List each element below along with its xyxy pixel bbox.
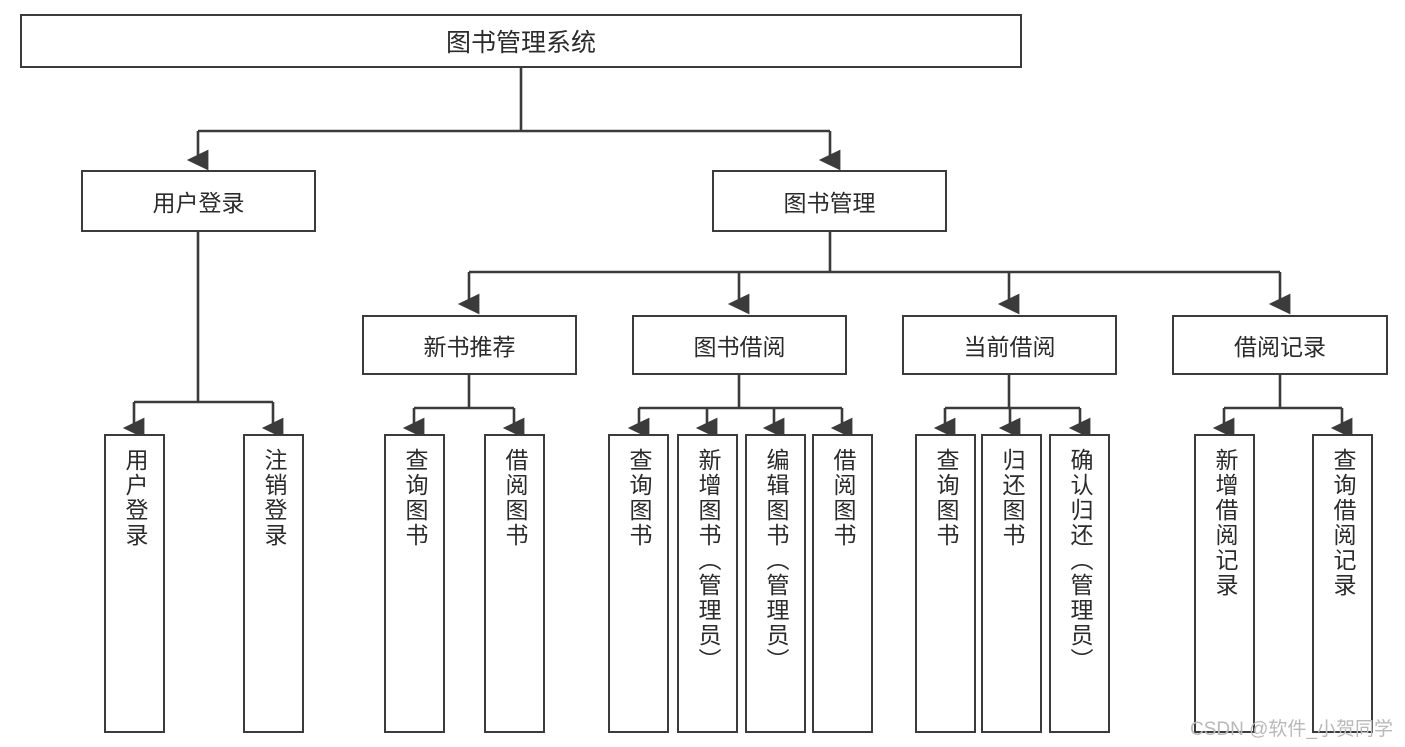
node-label: 查询图书 — [933, 448, 959, 548]
leaf-borrow-record-query-record[interactable]: 查询借阅记录 — [1312, 434, 1373, 733]
node-label: 注销登录 — [261, 448, 287, 548]
node-label: 归还图书 — [999, 448, 1025, 548]
node-label: 查询借阅记录 — [1330, 448, 1356, 598]
node-label: 图书管理 — [783, 190, 876, 216]
node-book-management[interactable]: 图书管理 — [712, 170, 947, 232]
node-user-login[interactable]: 用户登录 — [81, 170, 316, 232]
watermark: CSDN @软件_小贺同学 — [1190, 719, 1393, 740]
node-label: 借阅图书 — [830, 448, 856, 548]
leaf-book-borrow-query-book[interactable]: 查询图书 — [608, 434, 669, 733]
node-label: 用户登录 — [152, 190, 245, 216]
node-label: 借阅图书 — [502, 448, 528, 548]
node-label: 查询图书 — [626, 448, 652, 548]
node-label: 查询图书 — [402, 448, 428, 548]
leaf-book-borrow-add-book-admin[interactable]: 新增图书（管理员） — [677, 434, 738, 733]
node-label: 新增图书（管理员） — [695, 448, 721, 673]
leaf-borrow-record-add-record[interactable]: 新增借阅记录 — [1194, 434, 1255, 733]
leaf-current-borrow-query-book[interactable]: 查询图书 — [915, 434, 976, 733]
node-label: 编辑图书（管理员） — [763, 448, 789, 673]
node-borrow-record[interactable]: 借阅记录 — [1172, 315, 1388, 375]
node-new-book-recommend[interactable]: 新书推荐 — [362, 315, 577, 375]
node-label: 图书借阅 — [693, 334, 786, 360]
leaf-user-login-login[interactable]: 用户登录 — [104, 434, 165, 733]
node-label: 用户登录 — [122, 448, 148, 548]
node-label: 图书管理系统 — [445, 29, 596, 57]
node-root-book-management-system[interactable]: 图书管理系统 — [20, 14, 1022, 68]
leaf-book-borrow-edit-book-admin[interactable]: 编辑图书（管理员） — [745, 434, 806, 733]
leaf-user-login-logout[interactable]: 注销登录 — [243, 434, 304, 733]
node-label: 借阅记录 — [1234, 334, 1326, 360]
node-label: 确认归还（管理员） — [1067, 448, 1093, 673]
leaf-new-book-borrow-book[interactable]: 借阅图书 — [484, 434, 545, 733]
leaf-current-borrow-return-book[interactable]: 归还图书 — [981, 434, 1042, 733]
node-label: 当前借阅 — [963, 334, 1056, 360]
node-current-borrow[interactable]: 当前借阅 — [902, 315, 1117, 375]
node-book-borrow[interactable]: 图书借阅 — [632, 315, 847, 375]
leaf-current-borrow-confirm-return-admin[interactable]: 确认归还（管理员） — [1049, 434, 1110, 733]
leaf-new-book-query-book[interactable]: 查询图书 — [384, 434, 445, 733]
leaf-book-borrow-borrow-book[interactable]: 借阅图书 — [812, 434, 873, 733]
node-label: 新书推荐 — [423, 334, 516, 360]
node-label: 新增借阅记录 — [1212, 448, 1238, 598]
